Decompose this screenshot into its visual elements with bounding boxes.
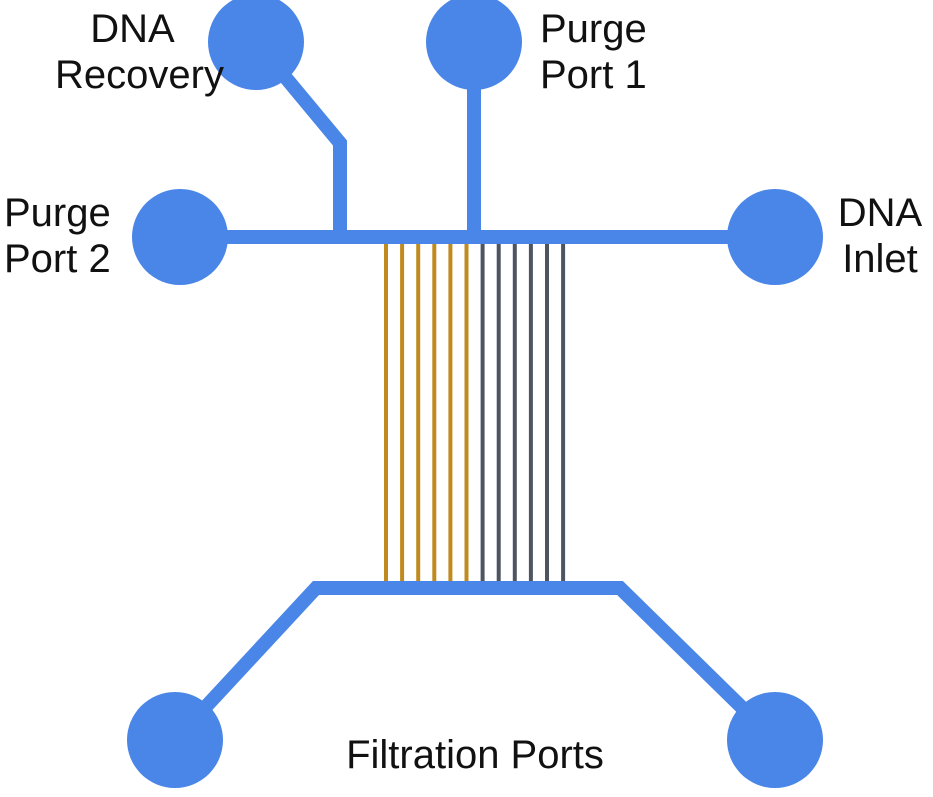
dna-inlet-label-line2: Inlet: [842, 237, 918, 281]
purge-port-2-label-line1: Purge: [4, 191, 111, 235]
dna-inlet-label-line1: DNA: [837, 191, 923, 235]
dna-recovery-label-line2: Recovery: [55, 53, 224, 97]
dna-recovery-port: [208, 0, 304, 90]
purge-port-1: [426, 0, 522, 90]
purge-port-2: [132, 189, 228, 285]
dna-inlet-port: [727, 189, 823, 285]
channel-network: [169, 37, 780, 745]
filtration-port-right: [727, 692, 823, 788]
purge-port-1-label: Purge Port 1: [540, 6, 680, 98]
filtration-channel: [169, 581, 780, 745]
filtration-port-left: [127, 692, 223, 788]
purge-port-2-label-line2: Port 2: [4, 237, 111, 281]
purge-port-2-label: Purge Port 2: [4, 190, 129, 282]
dna-inlet-label: DNA Inlet: [830, 190, 930, 282]
filter-channel-array: [384, 244, 566, 581]
ports: [127, 0, 823, 788]
dna-recovery-label: DNA Recovery: [55, 6, 224, 98]
filtration-ports-label-text: Filtration Ports: [346, 733, 604, 777]
filtration-ports-label: Filtration Ports: [300, 732, 650, 778]
purge-port-1-label-line2: Port 1: [540, 53, 647, 97]
purge-port-1-label-line1: Purge: [540, 7, 647, 51]
dna-recovery-label-line1: DNA: [90, 7, 175, 51]
